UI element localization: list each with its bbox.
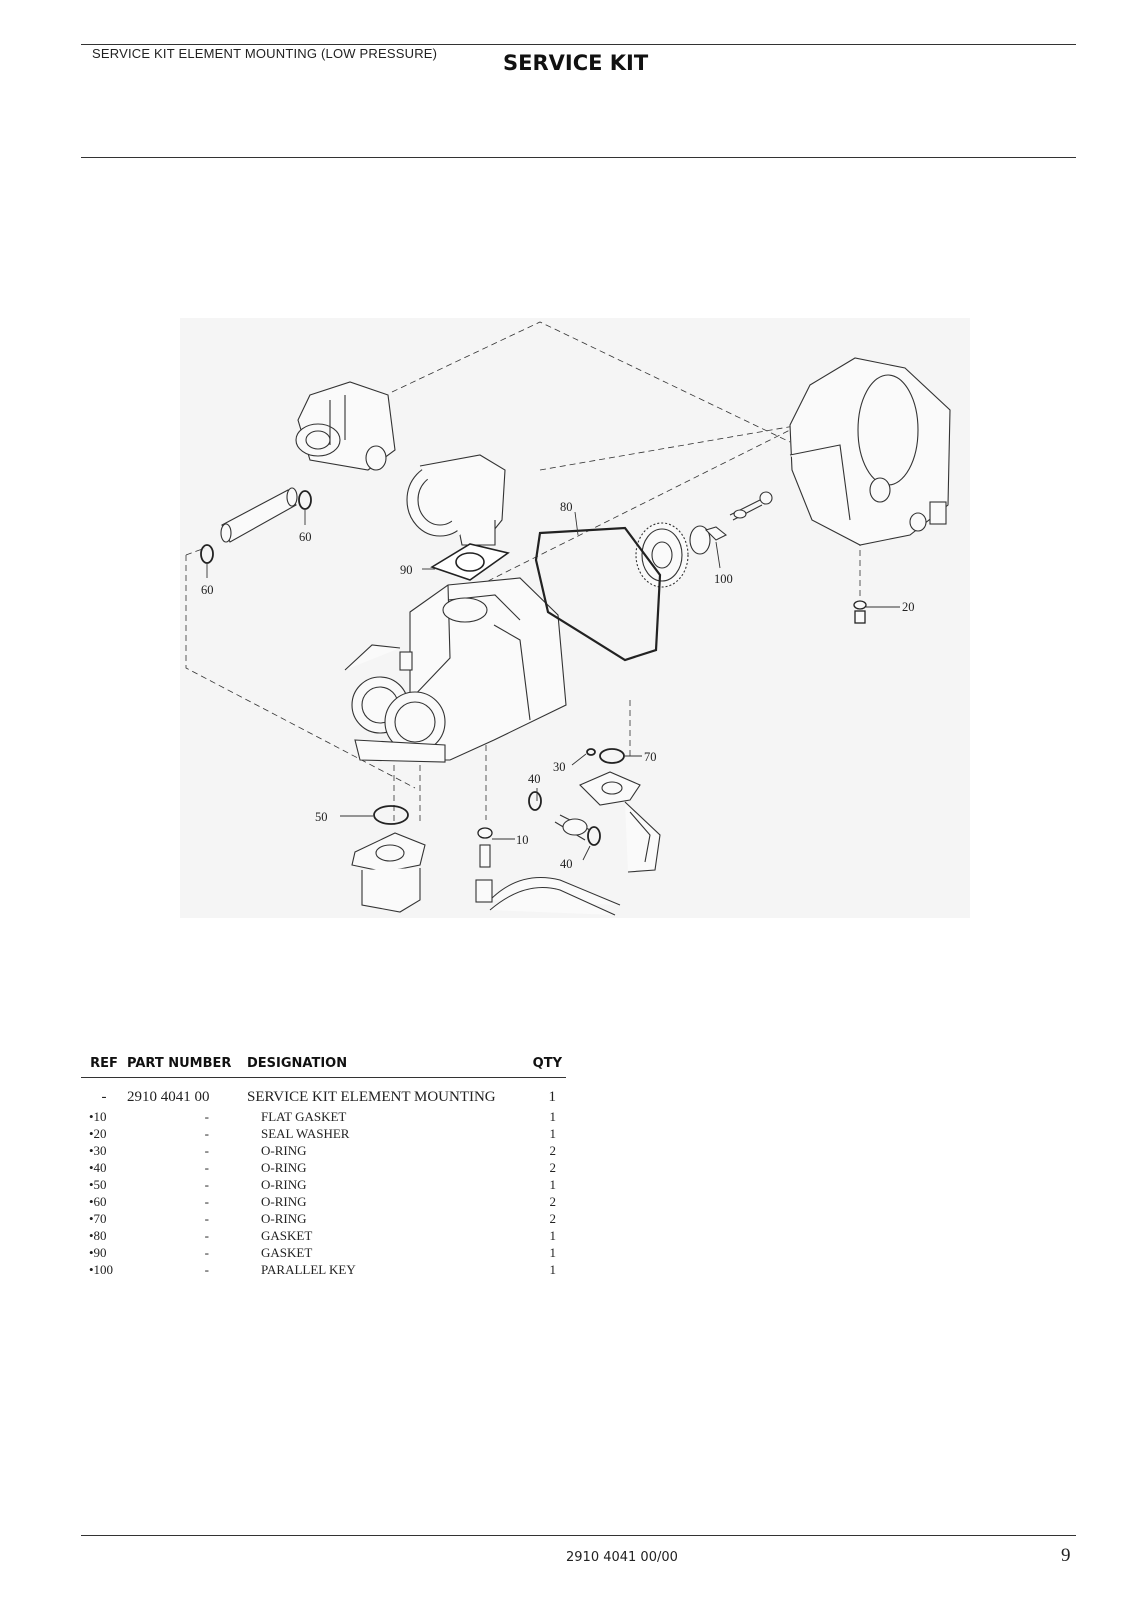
parts-table: REF PART NUMBER DESIGNATION QTY - 2910 4… <box>81 1056 566 1278</box>
motor-top-drawing <box>295 381 396 471</box>
row-qty: 2 <box>549 1160 557 1175</box>
row-designation: FLAT GASKET <box>261 1109 347 1124</box>
page-number: 9 <box>1061 1545 1071 1566</box>
table-row: •60 - O-RING 2 <box>81 1193 566 1210</box>
row-part-number: - <box>204 1177 209 1192</box>
row-designation: O-RING <box>261 1160 307 1175</box>
row-ref: •90 <box>89 1245 107 1260</box>
row-qty: 1 <box>549 1262 557 1277</box>
row-designation: O-RING <box>261 1143 307 1158</box>
callout-50: 50 <box>315 810 328 824</box>
header-top-rule <box>81 44 1076 45</box>
row-qty: 1 <box>549 1228 557 1243</box>
table-row: •20 - SEAL WASHER 1 <box>81 1125 566 1142</box>
footer-rule <box>81 1535 1076 1536</box>
exploded-view-drawing: 60 60 90 80 100 20 70 30 40 40 50 10 <box>180 318 970 918</box>
table-row: •80 - GASKET 1 <box>81 1227 566 1244</box>
callout-60-upper: 60 <box>299 530 312 544</box>
header-part-number: PART NUMBER <box>127 1056 247 1078</box>
header-qty: QTY <box>528 1056 566 1078</box>
callout-40-upper: 40 <box>528 772 541 786</box>
callout-10: 10 <box>516 833 529 847</box>
table-row: •90 - GASKET 1 <box>81 1244 566 1261</box>
row-part-number: - <box>204 1109 209 1124</box>
kit-designation: SERVICE KIT ELEMENT MOUNTING <box>247 1089 496 1105</box>
callout-70: 70 <box>644 750 657 764</box>
table-row: •100 - PARALLEL KEY 1 <box>81 1261 566 1278</box>
callout-90: 90 <box>400 563 413 577</box>
table-row: •50 - O-RING 1 <box>81 1176 566 1193</box>
kit-row: - 2910 4041 00 SERVICE KIT ELEMENT MOUNT… <box>81 1078 566 1109</box>
document-number: 2910 4041 00/00 <box>566 1550 678 1565</box>
header-ref: REF <box>81 1056 127 1078</box>
row-ref: •100 <box>89 1262 114 1277</box>
kit-ref: - <box>101 1089 107 1105</box>
row-ref: •50 <box>89 1177 107 1192</box>
row-ref: •10 <box>89 1109 107 1124</box>
row-ref: •60 <box>89 1194 107 1209</box>
row-part-number: - <box>204 1126 209 1141</box>
row-designation: SEAL WASHER <box>261 1126 350 1141</box>
callout-40-lower: 40 <box>560 857 573 871</box>
row-ref: •70 <box>89 1211 107 1226</box>
gear-casing-drawing <box>789 357 951 546</box>
row-ref: •30 <box>89 1143 107 1158</box>
row-qty: 1 <box>549 1109 557 1124</box>
gasket-90-drawing <box>430 543 510 581</box>
section-title: SERVICE KIT ELEMENT MOUNTING (LOW PRESSU… <box>92 46 438 61</box>
row-part-number: - <box>204 1211 209 1226</box>
row-part-number: - <box>204 1160 209 1175</box>
callout-20: 20 <box>902 600 915 614</box>
callout-30: 30 <box>553 760 566 774</box>
row-designation: PARALLEL KEY <box>261 1262 356 1277</box>
callout-60-lower: 60 <box>201 583 214 597</box>
row-ref: •20 <box>89 1126 107 1141</box>
row-ref: •80 <box>89 1228 107 1243</box>
row-qty: 2 <box>549 1211 557 1226</box>
row-part-number: - <box>204 1143 209 1158</box>
row-designation: O-RING <box>261 1211 307 1226</box>
flange-and-pipe-drawing <box>351 771 661 916</box>
row-qty: 1 <box>549 1126 557 1141</box>
pipe-sleeve-drawing <box>220 487 298 543</box>
table-row: •70 - O-RING 2 <box>81 1210 566 1227</box>
table-row: •40 - O-RING 2 <box>81 1159 566 1176</box>
gasket-80-drawing <box>534 526 662 662</box>
parts-table-header: REF PART NUMBER DESIGNATION QTY <box>81 1056 566 1078</box>
header-bottom-rule <box>81 157 1076 158</box>
page-title: SERVICE KIT <box>503 51 649 75</box>
small-parts-drawing <box>477 600 867 839</box>
row-qty: 1 <box>549 1177 557 1192</box>
callout-100: 100 <box>714 572 733 586</box>
table-row: •10 - FLAT GASKET 1 <box>81 1108 566 1125</box>
callout-80: 80 <box>560 500 573 514</box>
gear-drawing <box>635 491 773 588</box>
row-qty: 1 <box>549 1245 557 1260</box>
row-part-number: - <box>204 1228 209 1243</box>
row-ref: •40 <box>89 1160 107 1175</box>
outlet-bend-drawing <box>406 454 506 546</box>
row-designation: O-RING <box>261 1177 307 1192</box>
row-designation: GASKET <box>261 1228 313 1243</box>
header-designation: DESIGNATION <box>247 1056 529 1078</box>
row-part-number: - <box>204 1194 209 1209</box>
table-row: •30 - O-RING 2 <box>81 1142 566 1159</box>
row-qty: 2 <box>549 1194 557 1209</box>
row-part-number: - <box>204 1245 209 1260</box>
row-designation: O-RING <box>261 1194 307 1209</box>
kit-part-number: 2910 4041 00 <box>127 1089 210 1105</box>
leader-lines <box>206 510 900 861</box>
row-designation: GASKET <box>261 1245 313 1260</box>
row-qty: 2 <box>549 1143 557 1158</box>
element-housing-drawing <box>344 577 567 763</box>
row-part-number: - <box>204 1262 209 1277</box>
kit-qty: 1 <box>548 1089 557 1105</box>
